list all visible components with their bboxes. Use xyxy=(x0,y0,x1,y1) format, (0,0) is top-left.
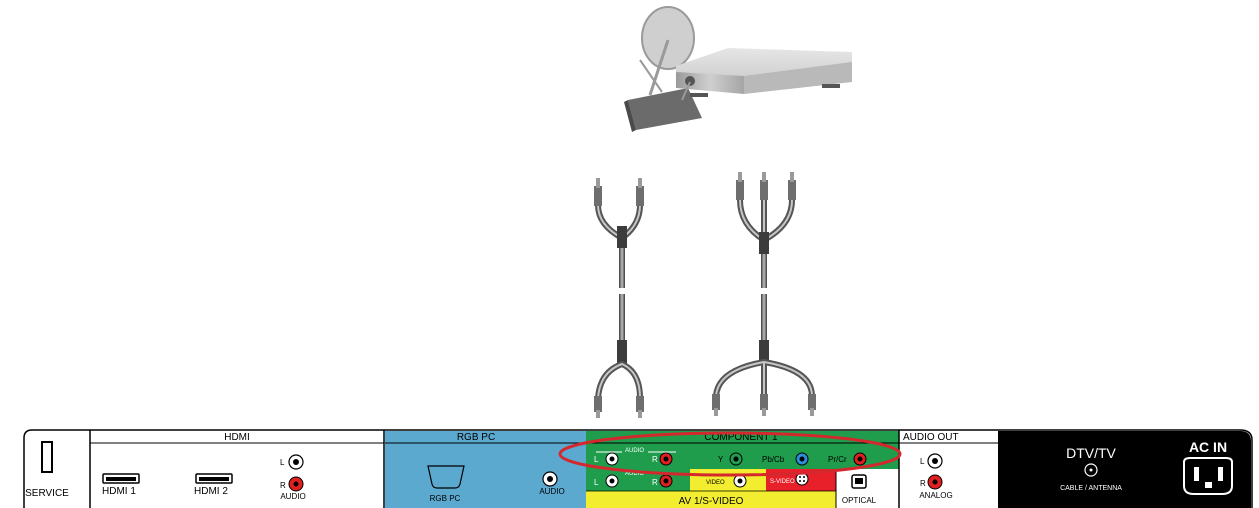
ac-in-title: AC IN xyxy=(1189,439,1227,455)
service-section: SERVICE xyxy=(25,441,69,499)
dtv-caption: CABLE / ANTENNA xyxy=(1060,485,1122,492)
component-audio-r-jack[interactable] xyxy=(659,452,673,466)
rgb-pc-audio-label: AUDIO xyxy=(539,487,564,496)
satellite-receiver-icon xyxy=(624,6,852,132)
component-pb-label: Pb/Cb xyxy=(762,455,785,464)
hdmi-audio-r-jack[interactable] xyxy=(288,476,304,492)
component-pb-jack[interactable] xyxy=(795,452,809,466)
hdmi-header: HDMI xyxy=(224,432,250,443)
hdmi-1-label: HDMI 1 xyxy=(102,486,136,497)
service-port[interactable] xyxy=(41,441,53,473)
highlight-ellipse xyxy=(558,431,902,477)
component-y-jack[interactable] xyxy=(729,452,743,466)
component-audio-caption: AUDIO xyxy=(625,448,644,454)
rgb-pc-audio-jack[interactable] xyxy=(542,471,558,487)
av-l-label: L xyxy=(594,478,599,487)
tv-back-panel: SERVICE HDMI HDMI 1 HDMI 2 L R xyxy=(23,429,1253,508)
satellite-dish xyxy=(641,6,695,70)
hdmi-audio-l-label: L xyxy=(280,458,285,467)
dtv-title: DTV/TV xyxy=(1066,445,1116,461)
rca-plug xyxy=(594,186,602,206)
hdmi-audio-l-jack[interactable] xyxy=(288,454,304,470)
vga-port[interactable] xyxy=(427,465,465,489)
audio-out-r-jack[interactable] xyxy=(927,474,943,490)
component-audio-l-jack[interactable] xyxy=(605,452,619,466)
hdmi-2-port[interactable] xyxy=(195,473,233,484)
rca-plug xyxy=(594,396,602,412)
component-pr-jack[interactable] xyxy=(853,452,867,466)
rgb-pc-port-label: RGB PC xyxy=(430,494,461,503)
av-audio-l-jack[interactable] xyxy=(605,474,619,488)
component-y-label: Y xyxy=(718,455,724,464)
av-audio-r-jack[interactable] xyxy=(659,474,673,488)
rgb-pc-section: RGB PC RGB PC AUDIO xyxy=(385,431,586,508)
av-footer: AV 1/S-VIDEO xyxy=(679,496,744,507)
component-r-label: R xyxy=(652,455,658,464)
ac-power-socket[interactable] xyxy=(1183,457,1233,495)
optical-section: OPTICAL xyxy=(835,469,877,508)
service-label: SERVICE xyxy=(25,488,69,499)
audio-out-l-label: L xyxy=(920,457,925,466)
hdmi-section: HDMI HDMI 1 HDMI 2 L R AUDIO xyxy=(90,432,384,501)
audio-out-section: AUDIO OUT L R ANALOG xyxy=(899,432,998,500)
av-video-jack[interactable] xyxy=(733,474,747,488)
component-header: COMPONENT 1 xyxy=(704,432,778,443)
hdmi-audio-r-label: R xyxy=(280,481,286,490)
two-plug-rca-cable xyxy=(594,178,644,418)
optical-port[interactable] xyxy=(851,474,867,489)
hdmi-2-label: HDMI 2 xyxy=(194,486,228,497)
hdmi-audio-label: AUDIO xyxy=(280,492,305,501)
rca-plug xyxy=(636,186,644,206)
rca-plug xyxy=(788,180,796,200)
component-pr-label: Pr/Cr xyxy=(828,455,847,464)
rgb-pc-header: RGB PC xyxy=(457,432,495,443)
rca-plug xyxy=(760,394,768,410)
audio-out-r-label: R xyxy=(920,479,926,488)
audio-out-header: AUDIO OUT xyxy=(903,432,959,443)
hdmi-1-port[interactable] xyxy=(102,473,140,484)
av-audio-caption: AUDIO xyxy=(625,471,644,477)
av-video-label: VIDEO xyxy=(706,480,725,486)
rca-plug xyxy=(808,394,816,410)
component-l-label: L xyxy=(594,455,599,464)
audio-out-l-jack[interactable] xyxy=(927,453,943,469)
power-antenna-section: DTV/TV CABLE / ANTENNA AC IN xyxy=(998,431,1251,508)
optical-label: OPTICAL xyxy=(842,496,877,505)
three-plug-rca-cable xyxy=(712,172,816,416)
coax-antenna-jack[interactable] xyxy=(1084,463,1098,477)
av-r-label: R xyxy=(652,478,658,487)
av-section: AUDIO L R VIDEO S-VIDEO xyxy=(586,469,836,508)
rca-plug xyxy=(636,396,644,412)
audio-out-analog-label: ANALOG xyxy=(919,491,952,500)
rca-plug xyxy=(760,180,768,200)
rca-plug xyxy=(712,394,720,410)
av-svideo-label: S-VIDEO xyxy=(770,479,795,485)
rca-plug xyxy=(736,180,744,200)
